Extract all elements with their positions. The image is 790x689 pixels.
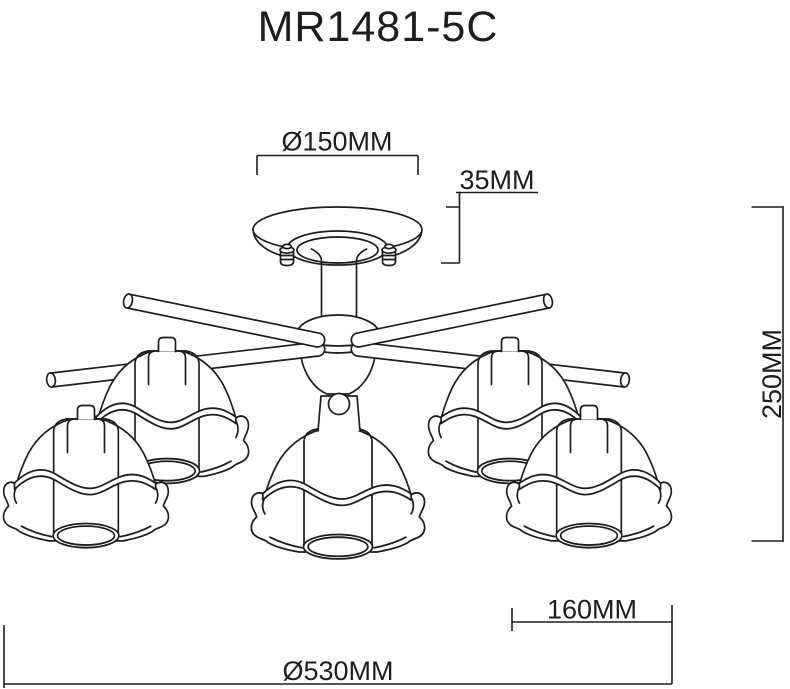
fixture-illustration [2, 206, 673, 560]
canopy-screw-left [279, 243, 295, 267]
dimension-canopy-diameter: Ø150MM [256, 127, 419, 175]
arm-mid-right [350, 293, 554, 348]
dimension-overall-height-label: 250MM [757, 329, 787, 419]
arm-mid-left [122, 293, 326, 348]
dimension-canopy-diameter-label: Ø150MM [281, 127, 392, 157]
ceiling-canopy [252, 206, 423, 267]
dimension-canopy-height: 35MM [441, 165, 538, 264]
central-stem [310, 248, 368, 321]
center-finial-ball [327, 392, 351, 416]
dimension-canopy-height-label: 35MM [459, 165, 534, 195]
shade-center [250, 392, 426, 560]
dimension-shade-width: 160MM [511, 595, 673, 684]
dimension-overall-diameter-label: Ø530MM [282, 656, 393, 686]
canopy-screw-right [381, 243, 397, 267]
dimension-shade-width-label: 160MM [547, 595, 637, 625]
model-number-title: MR1481-5C [258, 3, 499, 51]
dimension-overall-height: 250MM [751, 206, 787, 542]
dimension-overall-diameter: Ø530MM [3, 625, 672, 688]
